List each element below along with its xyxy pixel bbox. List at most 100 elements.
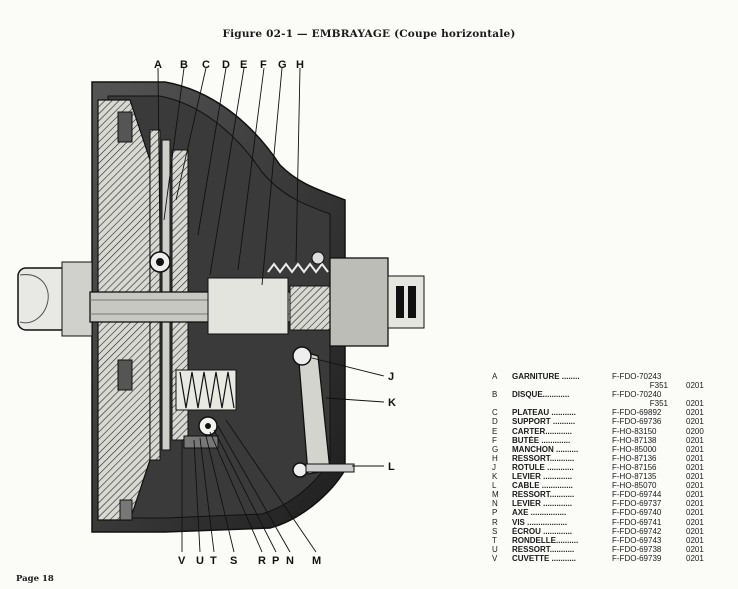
release-bearing-housing	[329, 257, 425, 347]
callout-d: D	[222, 59, 230, 71]
legend-part-code: 0201	[686, 508, 704, 518]
callout-l: L	[388, 461, 395, 473]
callout-f: F	[260, 59, 267, 71]
top-callouts: A B C D E F G H	[154, 59, 304, 71]
callout-s: S	[230, 555, 237, 567]
callout-t: T	[210, 555, 217, 567]
legend-part-ref: F-FDO-69741	[612, 517, 662, 527]
leader-lines	[157, 67, 385, 553]
legend-part-ref: F-FDO-69737	[612, 499, 662, 509]
legend-part-name: BUTÉE .............	[512, 435, 571, 445]
legend-part-name: RESSORT...........	[512, 453, 575, 463]
legend-part-name: VIS ..................	[512, 517, 568, 527]
legend-part-code	[686, 390, 712, 399]
legend-part-ref: F-FDO-69740	[612, 508, 662, 518]
legend-part-code: 0201	[686, 444, 704, 454]
legend-part-code: 0201	[686, 408, 704, 418]
legend-row: F BUTÉE ............. F-HO-87138 0201	[488, 436, 723, 445]
legend-part-name: RONDELLE..........	[512, 535, 579, 545]
figure-title-sub: (Coupe horizontale)	[394, 28, 516, 40]
legend-part-ref: F-FDO-69742	[612, 526, 662, 536]
legend-letter: N	[492, 499, 498, 509]
legend-part-code: 0201	[686, 490, 704, 500]
legend-part-ref: F-HO-85070	[612, 481, 657, 491]
legend-part-ref: F-HO-87135	[612, 472, 657, 482]
legend-part-code: 0201	[686, 381, 704, 391]
legend-row: H RESSORT........... F-HO-87136 0201	[488, 454, 723, 463]
legend-part-code: 0201	[686, 544, 704, 554]
legend-part-name: GARNITURE ........	[512, 372, 580, 381]
legend-part-ref: F-HO-87156	[612, 462, 657, 472]
callout-j: J	[388, 371, 394, 383]
legend-part-name: ÉCROU .............	[512, 526, 573, 536]
legend-part-code: 0201	[686, 499, 704, 509]
legend-part-code: 0201	[686, 553, 704, 563]
legend-part-ref: F-FDO-69739	[612, 553, 662, 563]
legend-part-ref: F-HO-87136	[612, 453, 657, 463]
legend-letter: H	[492, 453, 498, 463]
legend-part-ref: F351	[649, 399, 668, 409]
legend-row: F351 0201	[488, 399, 723, 408]
legend-letter: B	[492, 390, 498, 400]
callout-k: K	[388, 397, 396, 409]
callout-r: R	[258, 555, 266, 567]
legend-letter: E	[492, 426, 498, 436]
bottom-callouts: V U T S R P N M	[178, 555, 321, 567]
callout-b: B	[180, 59, 188, 71]
legend-part-code: 0201	[686, 435, 704, 445]
legend-letter: J	[492, 462, 496, 472]
figure-title: Figure 02-1 — EMBRAYAGE (Coupe horizonta…	[0, 28, 738, 40]
legend-letter: A	[492, 372, 498, 381]
legend-part-code: 0201	[686, 535, 704, 545]
legend-part-code: 0201	[686, 472, 704, 482]
legend-part-code: 0201	[686, 417, 704, 427]
return-spring	[267, 251, 329, 274]
clutch-fork-lever	[292, 346, 355, 478]
legend-part-code: 0201	[686, 453, 704, 463]
legend-part-ref: F-HO-87138	[612, 435, 657, 445]
callout-m: M	[312, 555, 321, 567]
legend-part-code: 0201	[686, 399, 704, 409]
legend-part-name: LEVIER .............	[512, 472, 573, 482]
legend-letter: R	[492, 517, 498, 527]
legend-part-code: 0201	[686, 462, 704, 472]
legend-row: E CARTER............ F-HO-83150 0200	[488, 427, 723, 436]
callout-u: U	[196, 555, 204, 567]
legend-letter: F	[492, 435, 497, 445]
legend-part-code: 0200	[686, 426, 704, 436]
right-callouts: J K L	[388, 371, 396, 473]
legend-part-name: ROTULE ............	[512, 462, 574, 472]
legend-part-name: MANCHON ..........	[512, 444, 579, 454]
legend-letter: V	[492, 553, 498, 563]
callout-e: E	[240, 59, 247, 71]
figure-title-main: Figure 02-1 — EMBRAYAGE	[222, 28, 391, 40]
legend-letter: L	[492, 481, 497, 491]
legend-part-ref: F-HO-83150	[612, 426, 657, 436]
legend-part-name: DISQUE............	[512, 390, 570, 400]
legend-letter: P	[492, 508, 498, 518]
legend-part-code: 0201	[686, 481, 704, 491]
callout-p: P	[272, 555, 279, 567]
legend-letter: D	[492, 417, 498, 427]
legend-part-ref: F-FDO-70240	[612, 390, 662, 400]
legend-part-name: CARTER............	[512, 426, 573, 436]
callout-v: V	[178, 555, 186, 567]
crankshaft-stub	[17, 261, 93, 337]
legend-part-ref: F-FDO-69736	[612, 417, 662, 427]
callout-g: G	[278, 59, 287, 71]
legend-letter: K	[492, 472, 498, 482]
legend-letter: M	[492, 490, 499, 500]
legend-part-name: SUPPORT ..........	[512, 417, 576, 427]
